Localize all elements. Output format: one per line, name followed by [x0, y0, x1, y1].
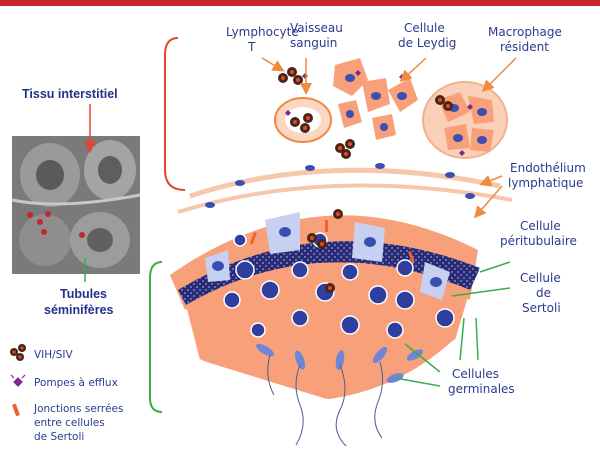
label-lymphocyte-line2: T [247, 40, 256, 54]
interstitial-bracket [164, 37, 186, 191]
micrograph-photo [11, 136, 141, 274]
label-vaisseau-line2: sanguin [290, 36, 337, 50]
label-endothelium-line1: Endothélium [510, 161, 586, 175]
legend-jonctions-line2: entre cellules [34, 417, 105, 429]
label-peritubular-line2: péritubulaire [500, 234, 577, 248]
label-leydig-line1: Cellule [404, 21, 445, 35]
lymphatic-endothelium [177, 163, 513, 214]
interstitial-cells [274, 58, 508, 159]
top-accent-bar [0, 0, 600, 6]
legend-pompes-label: Pompes à efflux [34, 377, 118, 389]
virus-particles [278, 67, 453, 159]
legend-virus-icon [10, 344, 26, 361]
label-germinal-line1: Cellules [452, 367, 499, 381]
basement-membrane [178, 241, 480, 305]
seminiferous-tubule [170, 209, 480, 447]
label-lymphocyte-line1: Lymphocyte [226, 25, 299, 39]
legend-vih-label: VIH/SIV [34, 349, 73, 361]
label-peritubular-line1: Cellule [520, 219, 561, 233]
germ-cells [223, 232, 455, 339]
label-tubules-line2: séminifères [44, 303, 114, 317]
label-sertoli-line3: Sertoli [522, 301, 561, 315]
legend-jonctions-line3: de Sertoli [34, 431, 84, 443]
label-sertoli-line1: Cellule [520, 271, 561, 285]
orange-arrows [261, 57, 517, 219]
label-tissu-interstitiel: Tissu interstitiel [22, 87, 118, 101]
green-arrows [394, 261, 511, 387]
tight-junctions [249, 220, 415, 264]
tubules-bracket [149, 261, 163, 413]
label-macrophage-line1: Macrophage [488, 25, 562, 39]
label-leydig-line2: de Leydig [398, 36, 456, 50]
label-germinal-line2: germinales [448, 382, 515, 396]
legend-pump-icon [10, 374, 26, 387]
label-sertoli-line2: de [536, 286, 551, 300]
label-vaisseau-line1: Vaisseau [290, 21, 343, 35]
legend-jonctions-line1: Jonctions serrées [33, 403, 123, 415]
label-tubules-line1: Tubules [60, 287, 107, 301]
label-macrophage-line2: résident [500, 40, 549, 54]
legend-junction-icon [12, 403, 20, 417]
sperm-tails [267, 354, 384, 447]
legend: VIH/SIV Pompes à efflux Jonctions serrée… [10, 344, 123, 443]
label-endothelium-line2: lymphatique [508, 176, 583, 190]
